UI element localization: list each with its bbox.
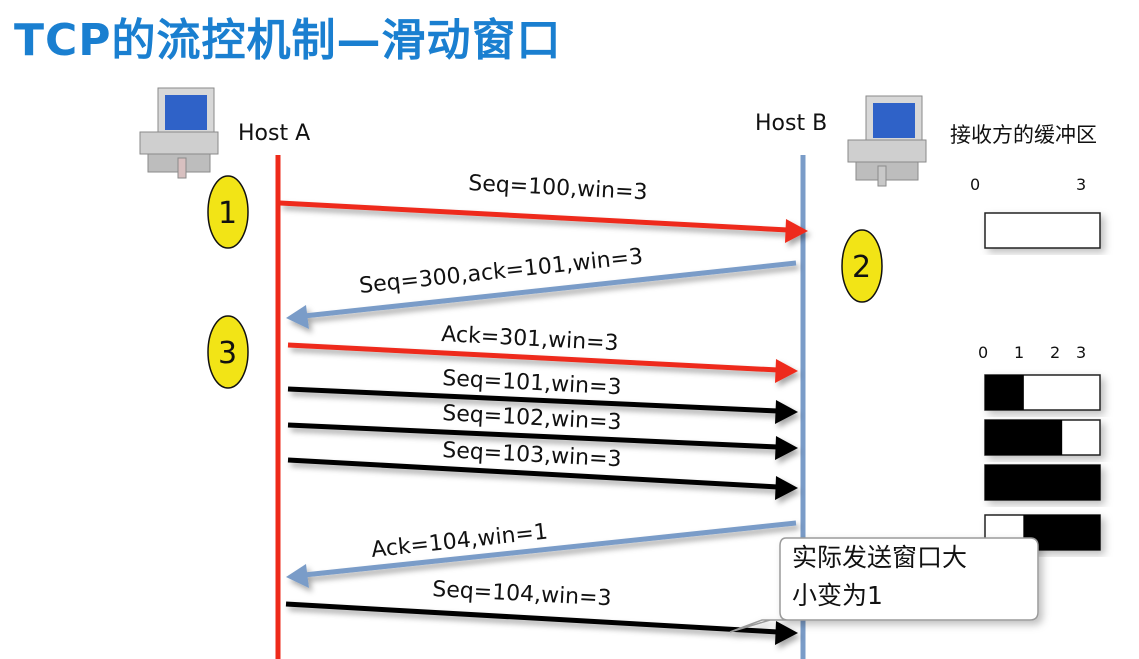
message-arrow-8 (285, 601, 798, 645)
svg-text:1: 1 (218, 196, 237, 231)
message-label-1: Seq=100,win=3 (468, 171, 648, 205)
message-arrow-5 (287, 422, 798, 460)
message-label-3: Ack=301,win=3 (441, 322, 619, 356)
callout (729, 537, 1039, 633)
buffer-tick: 1 (1014, 343, 1024, 362)
message-arrow-1 (279, 200, 808, 243)
step-badge-1: 1 (207, 175, 249, 249)
message-label-6: Seq=103,win=3 (442, 438, 622, 472)
buffer-slot-filled (985, 420, 1024, 455)
step-badge-3: 3 (207, 315, 249, 389)
message-arrow-7 (286, 520, 797, 588)
message-arrow-2 (286, 260, 797, 329)
buffer-box (984, 464, 1101, 501)
svg-text:2: 2 (852, 250, 871, 285)
buffer-slot-filled (1061, 515, 1101, 550)
buffer-slot-filled (1023, 420, 1063, 455)
buffer-box (984, 374, 1101, 411)
buffer-stack (984, 212, 1101, 551)
step-badge-2: 2 (841, 229, 883, 303)
buffer-box (984, 514, 1101, 551)
buffer-slot-filled (1061, 465, 1101, 500)
buffer-tick: 3 (1076, 175, 1086, 194)
buffer-title: 接收方的缓冲区 (950, 123, 1097, 147)
callout-line-2: 小变为1 (792, 581, 883, 610)
buffer-box (984, 212, 1101, 249)
callout-line-1: 实际发送窗口大 (792, 543, 967, 572)
message-label-8: Seq=104,win=3 (432, 577, 612, 611)
host-b-computer-icon (847, 95, 927, 187)
message-arrow-6 (287, 457, 798, 500)
message-label-2: Seq=300,ack=101,win=3 (358, 244, 644, 299)
buffer-box (984, 419, 1101, 456)
message-label-5: Seq=102,win=3 (442, 401, 622, 435)
buffer-slot-filled (985, 465, 1024, 500)
svg-text:3: 3 (218, 336, 237, 371)
buffer-tick: 2 (1050, 343, 1060, 362)
buffer-tick: 0 (970, 175, 980, 194)
host-a-computer-icon (139, 87, 219, 179)
message-arrow-3 (287, 342, 798, 383)
page-title: TCP的流控机制—滑动窗口 (14, 15, 562, 66)
message-arrow-4 (287, 386, 798, 424)
buffer-slot-filled (985, 375, 1024, 410)
host-a-label: Host A (238, 121, 310, 146)
buffer-slot-filled (1023, 465, 1063, 500)
buffer-tick: 3 (1076, 343, 1086, 362)
buffer-tick: 0 (978, 343, 988, 362)
host-b-label: Host B (755, 111, 827, 136)
